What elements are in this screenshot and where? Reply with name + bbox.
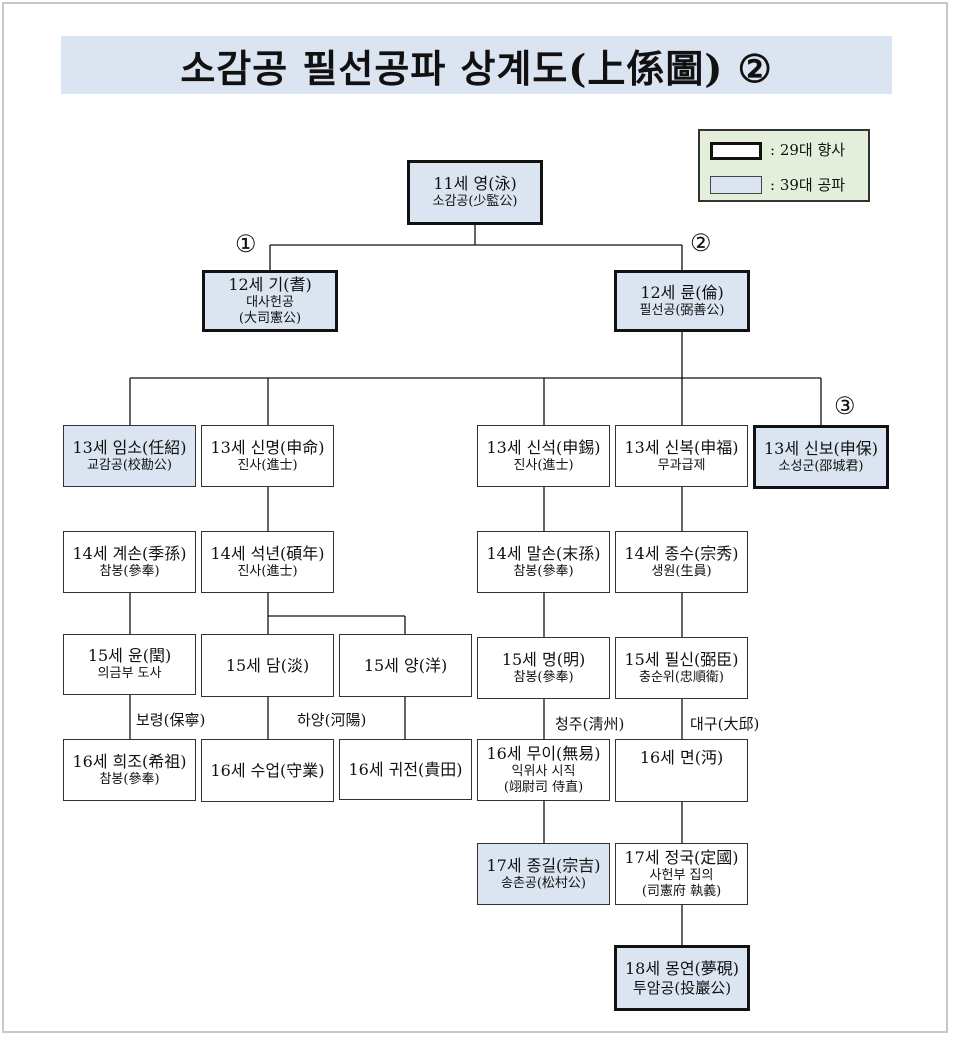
node-13-sinbo[interactable]: 13세 신보(申保) 소성군(邵城君) bbox=[753, 425, 889, 489]
node-title: 진사(進士) bbox=[237, 457, 298, 473]
node-name: 17세 종길(宗吉) bbox=[486, 855, 601, 875]
node-title: 익위사 시직 bbox=[511, 763, 576, 779]
node-13-sinmyeong[interactable]: 13세 신명(申命) 진사(進士) bbox=[201, 425, 334, 487]
node-15-yun[interactable]: 15세 윤(閏) 의금부 도사 bbox=[63, 634, 196, 695]
place-label-boryeong: 보령(保寧) bbox=[134, 709, 208, 730]
node-title: 필선공(弼善公) bbox=[639, 302, 725, 318]
node-name: 15세 윤(閏) bbox=[87, 646, 172, 666]
legend-blue-label: : 39대 공파 bbox=[770, 176, 846, 194]
node-title-hanja: (司憲府 執義) bbox=[641, 884, 722, 899]
node-name: 16세 귀전(貴田) bbox=[348, 759, 463, 779]
node-title: 참봉(參奉) bbox=[99, 771, 160, 787]
node-name: 12세 기(耆) bbox=[228, 274, 312, 294]
node-title: 투암공(投巖公) bbox=[632, 978, 732, 997]
node-name: 14세 석년(碩年) bbox=[210, 543, 325, 563]
node-title: 사헌부 집의 bbox=[649, 867, 714, 883]
node-name: 15세 양(洋) bbox=[363, 655, 448, 675]
node-name: 16세 무이(無易) bbox=[486, 743, 601, 763]
node-name: 15세 명(明) bbox=[501, 649, 586, 669]
place-label-daegu: 대구(大邱) bbox=[688, 713, 762, 734]
node-name: 13세 신복(申福) bbox=[624, 437, 739, 457]
node-title: 진사(進士) bbox=[513, 457, 574, 473]
branch-marker-2: ② bbox=[690, 229, 712, 257]
legend-blue-swatch bbox=[710, 176, 762, 194]
node-14-gyeson[interactable]: 14세 계손(季孫) 참봉(參奉) bbox=[63, 531, 196, 593]
node-14-jongsu[interactable]: 14세 종수(宗秀) 생원(生員) bbox=[615, 531, 748, 593]
node-15-yang[interactable]: 15세 양(洋) bbox=[339, 634, 472, 697]
node-title: 참봉(參奉) bbox=[513, 563, 574, 579]
legend-thick-label: : 29대 향사 bbox=[770, 141, 846, 159]
node-title: 충순위(忠順衛) bbox=[638, 669, 725, 685]
node-13-sinseok[interactable]: 13세 신석(申錫) 진사(進士) bbox=[477, 425, 610, 487]
node-17-jeongguk[interactable]: 17세 정국(定國) 사헌부 집의 (司憲府 執義) bbox=[615, 843, 748, 905]
node-name: 16세 희조(希祖) bbox=[72, 751, 187, 771]
node-name: 15세 필신(弼臣) bbox=[624, 649, 739, 669]
node-11-yeong[interactable]: 11세 영(泳) 소감공(少監公) bbox=[407, 160, 543, 225]
node-name: 13세 임소(任紹) bbox=[72, 437, 187, 457]
node-name: 17세 정국(定國) bbox=[624, 847, 739, 867]
node-16-sueop[interactable]: 16세 수업(守業) bbox=[201, 739, 334, 802]
node-title-hanja: (翊尉司 侍直) bbox=[503, 780, 584, 795]
node-title: 송촌공(松村公) bbox=[500, 875, 587, 891]
node-13-imso[interactable]: 13세 임소(任紹) 교감공(校勘公) bbox=[63, 425, 196, 487]
node-15-pilsin[interactable]: 15세 필신(弼臣) 충순위(忠順衛) bbox=[615, 637, 748, 699]
node-title: 참봉(參奉) bbox=[99, 563, 160, 579]
node-title: 참봉(參奉) bbox=[513, 669, 574, 685]
node-name: 11세 영(泳) bbox=[433, 174, 517, 194]
node-title: 의금부 도사 bbox=[97, 666, 162, 682]
node-name: 14세 종수(宗秀) bbox=[624, 543, 739, 563]
node-name: 15세 담(淡) bbox=[225, 655, 310, 675]
node-16-gwijeon[interactable]: 16세 귀전(貴田) bbox=[339, 739, 472, 800]
node-17-jonggil[interactable]: 17세 종길(宗吉) 송촌공(松村公) bbox=[477, 843, 610, 905]
node-15-dam[interactable]: 15세 담(淡) bbox=[201, 634, 334, 697]
branch-marker-1: ① bbox=[235, 230, 257, 258]
legend: : 29대 향사 : 39대 공파 bbox=[698, 129, 870, 202]
node-title: 교감공(校勘公) bbox=[86, 457, 173, 473]
node-15-myeong[interactable]: 15세 명(明) 참봉(參奉) bbox=[477, 637, 610, 699]
branch-marker-3: ③ bbox=[834, 392, 856, 420]
node-name: 16세 면(沔) bbox=[639, 748, 724, 767]
node-title: 무과급제 bbox=[657, 457, 706, 473]
node-name: 13세 신명(申命) bbox=[210, 437, 325, 457]
node-name: 13세 신석(申錫) bbox=[486, 437, 601, 457]
node-name: 14세 계손(季孫) bbox=[72, 543, 187, 563]
node-18-mongyeon[interactable]: 18세 몽연(夢硯) 투암공(投巖公) bbox=[614, 945, 750, 1011]
node-12-gi[interactable]: 12세 기(耆) 대사헌공 (大司憲公) bbox=[202, 270, 338, 332]
node-title: 생원(生員) bbox=[651, 563, 712, 579]
node-14-seoknyeon[interactable]: 14세 석년(碩年) 진사(進士) bbox=[201, 531, 334, 593]
page-title: 소감공 필선공파 상계도(上係圖) ② bbox=[61, 36, 892, 94]
node-16-hoejo[interactable]: 16세 희조(希祖) 참봉(參奉) bbox=[63, 739, 196, 801]
node-name: 14세 말손(末孫) bbox=[486, 543, 601, 563]
node-13-sinbok[interactable]: 13세 신복(申福) 무과급제 bbox=[615, 425, 748, 487]
node-16-mui[interactable]: 16세 무이(無易) 익위사 시직 (翊尉司 侍直) bbox=[477, 739, 610, 801]
node-14-malson[interactable]: 14세 말손(末孫) 참봉(參奉) bbox=[477, 531, 610, 593]
node-title-hanja: (大司憲公) bbox=[238, 311, 302, 326]
place-label-hayang: 하양(河陽) bbox=[295, 709, 369, 730]
node-name: 13세 신보(申保) bbox=[763, 438, 879, 458]
legend-thick-swatch bbox=[710, 142, 762, 160]
node-name: 16세 수업(守業) bbox=[210, 760, 325, 780]
node-title: 소감공(少監公) bbox=[432, 194, 518, 210]
node-name: 18세 몽연(夢硯) bbox=[624, 958, 740, 978]
node-16-myeon[interactable]: 16세 면(沔) bbox=[615, 739, 748, 802]
node-12-ryun[interactable]: 12세 륜(倫) 필선공(弼善公) bbox=[614, 270, 750, 332]
place-label-cheongju: 청주(淸州) bbox=[553, 713, 627, 734]
node-title: 진사(進士) bbox=[237, 563, 298, 579]
node-title: 소성군(邵城君) bbox=[778, 458, 864, 474]
node-name: 12세 륜(倫) bbox=[640, 282, 724, 302]
node-title: 대사헌공 bbox=[246, 294, 294, 310]
